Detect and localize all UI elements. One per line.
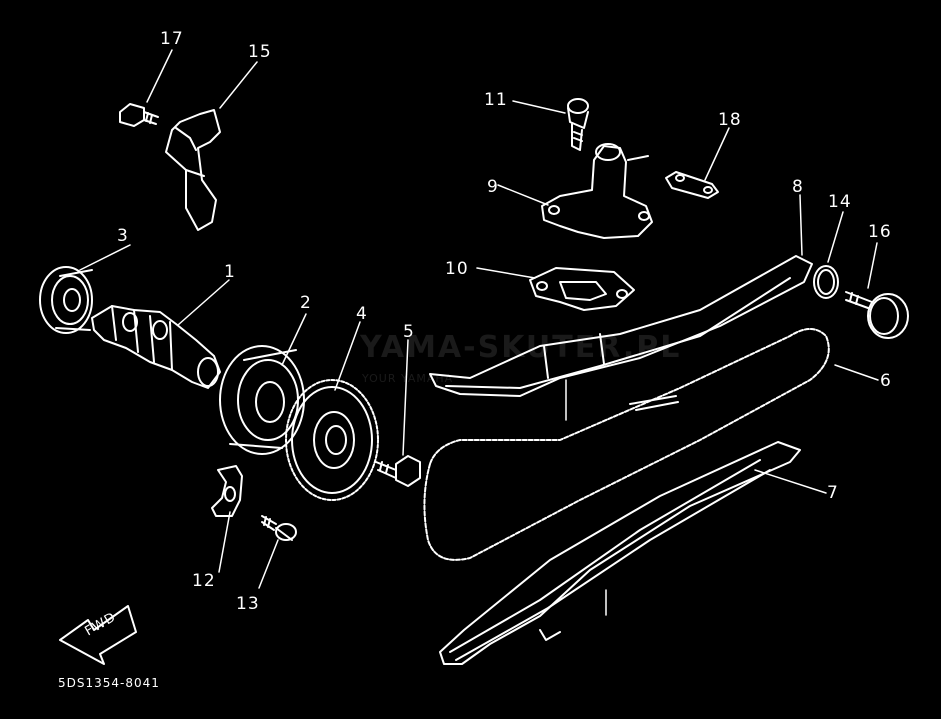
plug-16-icon	[845, 291, 909, 339]
bolt-17-icon	[119, 103, 159, 127]
callout-3: 3	[117, 226, 129, 246]
timing-chain-6-icon	[423, 328, 830, 561]
bolt-11-icon	[567, 98, 589, 151]
callout-14: 14	[828, 192, 852, 212]
bolt-5-icon	[375, 455, 421, 487]
gasket-10-icon	[529, 267, 635, 311]
callout-10: 10	[445, 259, 469, 279]
callout-2: 2	[300, 293, 312, 313]
chain-tensioner-9-icon	[541, 143, 653, 239]
chain-guide-8-icon	[429, 255, 813, 397]
callout-4: 4	[356, 304, 368, 324]
document-code: 5DS1354-8041	[58, 676, 160, 690]
callout-13: 13	[236, 594, 260, 614]
callout-5: 5	[403, 322, 415, 342]
callout-9: 9	[487, 177, 499, 197]
leader-lines	[79, 49, 879, 616]
callout-18: 18	[718, 110, 742, 130]
cam-sprocket-4-icon	[285, 379, 379, 501]
o-ring-14-icon	[813, 265, 839, 299]
callout-1: 1	[224, 262, 236, 282]
callout-7: 7	[827, 483, 839, 503]
gasket-18-icon	[665, 171, 719, 199]
lock-washer-12-icon	[211, 465, 243, 517]
bracket-15-icon	[165, 109, 221, 231]
fwd-arrow-icon	[59, 605, 137, 665]
bearing-3-icon	[39, 266, 93, 334]
callout-17: 17	[160, 29, 184, 49]
callout-11: 11	[484, 90, 508, 110]
callout-8: 8	[792, 177, 804, 197]
bolt-13-icon	[261, 515, 297, 541]
callout-6: 6	[880, 371, 892, 391]
callout-12: 12	[192, 571, 216, 591]
camshaft-1-icon	[91, 305, 221, 389]
callout-16: 16	[868, 222, 892, 242]
callout-15: 15	[248, 42, 272, 62]
chain-guide-7-icon	[439, 441, 801, 665]
